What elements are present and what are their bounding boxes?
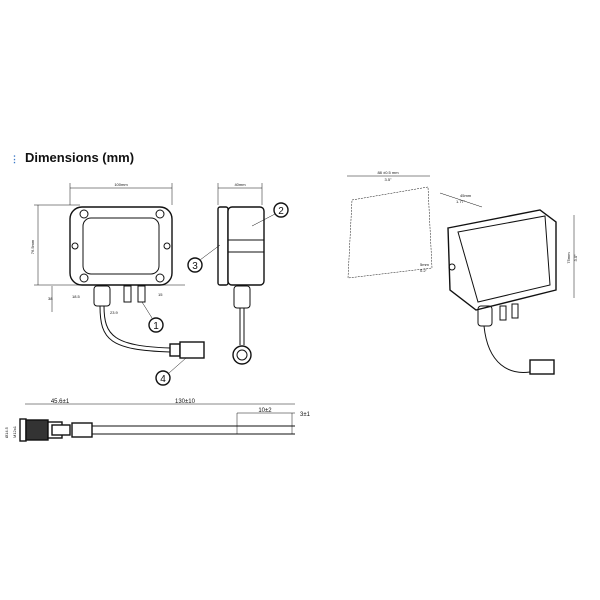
svg-text:23.9: 23.9 <box>110 310 119 315</box>
svg-text:15: 15 <box>158 292 163 297</box>
list-marker-icon: ⋮ <box>10 154 19 164</box>
height-dim: 76.5mm <box>30 239 35 254</box>
svg-text:4: 4 <box>160 374 166 385</box>
front-view: 100mm 76.5mm 38 18.5 23.9 15 <box>30 182 205 359</box>
section-title: ⋮Dimensions (mm) <box>10 150 135 165</box>
svg-text:M12x1: M12x1 <box>12 425 17 438</box>
svg-text:5mm: 5mm <box>420 262 430 267</box>
svg-text:75mm: 75mm <box>566 252 571 264</box>
svg-text:45.6±1: 45.6±1 <box>51 399 70 405</box>
svg-text:Ø14.5: Ø14.5 <box>4 426 9 438</box>
width-dim: 100mm <box>114 182 128 187</box>
svg-text:3.0": 3.0" <box>573 254 578 262</box>
callouts: 1 2 3 4 <box>141 202 289 386</box>
svg-text:130±10: 130±10 <box>175 399 196 405</box>
svg-text:38: 38 <box>48 296 53 301</box>
svg-text:45mm: 45mm <box>460 193 472 198</box>
svg-text:1.77": 1.77" <box>456 199 466 204</box>
isometric-view: 88 ±0.5 mm 3.5" 45mm 1.77" 5mm 0.2" 75mm… <box>347 170 578 375</box>
svg-text:1: 1 <box>153 321 159 332</box>
svg-text:3±1: 3±1 <box>300 412 311 418</box>
cable-view: 45.6±1 130±10 10±2 3±1 Ø14.5 M12x1 <box>4 399 311 442</box>
svg-text:3.5": 3.5" <box>385 177 393 182</box>
side-view: 40mm <box>217 182 265 365</box>
svg-text:10±2: 10±2 <box>258 408 272 414</box>
svg-text:40mm: 40mm <box>234 182 246 187</box>
svg-text:88 ±0.5 mm: 88 ±0.5 mm <box>377 170 399 175</box>
svg-text:2: 2 <box>278 206 284 217</box>
svg-text:0.2": 0.2" <box>420 268 428 273</box>
svg-text:3: 3 <box>192 261 198 272</box>
svg-text:18.5: 18.5 <box>72 294 81 299</box>
